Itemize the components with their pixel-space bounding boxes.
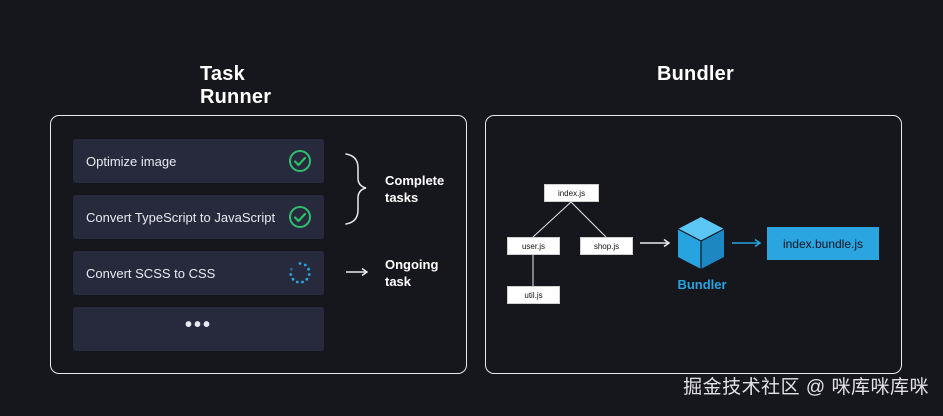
watermark-text: 掘金技术社区 @ 咪库咪库咪 xyxy=(683,377,929,398)
task-runner-panel xyxy=(50,115,467,374)
bundler-title: Bundler xyxy=(657,63,734,85)
complete-label-line2: tasks xyxy=(385,190,419,205)
check-circle-icon xyxy=(289,150,311,172)
task-item-more: ••• xyxy=(73,307,324,351)
file-shop-js: shop.js xyxy=(580,237,633,255)
curly-brace-icon xyxy=(345,153,367,225)
task-label: Convert TypeScript to JavaScript xyxy=(86,209,276,225)
bundler-label: Bundler xyxy=(677,277,727,292)
loading-spinner-icon xyxy=(289,262,311,284)
ongoing-label-line2: task xyxy=(385,274,412,289)
task-item-convert-typescript: Convert TypeScript to JavaScript xyxy=(73,195,324,239)
task-label: Convert SCSS to CSS xyxy=(86,265,216,281)
file-user-js: user.js xyxy=(507,237,560,255)
ongoing-arrow-icon xyxy=(346,267,369,277)
dependency-lines xyxy=(532,201,607,286)
task-runner-title: Task Runner xyxy=(200,63,272,108)
task-item-convert-scss: Convert SCSS to CSS xyxy=(73,251,324,295)
ongoing-task-label: Ongoing task xyxy=(385,256,438,290)
check-circle-icon xyxy=(289,206,311,228)
arrow-to-bundler-icon xyxy=(640,238,671,248)
bundler-cube-icon xyxy=(677,217,725,269)
more-dots: ••• xyxy=(184,313,212,336)
arrow-to-output-icon xyxy=(732,238,762,248)
task-label: Optimize image xyxy=(86,153,177,169)
file-util-js: util.js xyxy=(507,286,560,304)
complete-tasks-label: Complete tasks xyxy=(385,172,444,206)
complete-label-line1: Complete xyxy=(385,173,445,188)
file-index-js: index.js xyxy=(544,184,599,202)
task-item-optimize-image: Optimize image xyxy=(73,139,324,183)
bundler-panel xyxy=(485,115,902,374)
ongoing-label-line1: Ongoing xyxy=(385,257,439,272)
bundle-output-box: index.bundle.js xyxy=(767,227,879,260)
